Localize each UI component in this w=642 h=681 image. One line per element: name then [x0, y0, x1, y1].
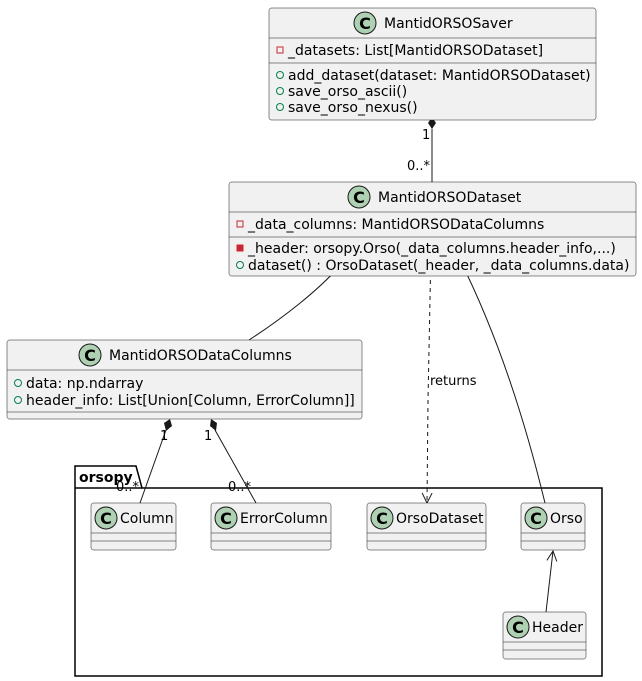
- public-attribute-icon: [14, 379, 22, 387]
- class-badge-icon: [524, 506, 548, 530]
- class-badge-icon: [214, 506, 238, 530]
- svg-text:C: C: [530, 509, 542, 528]
- class-name: MantidORSODataColumns: [109, 348, 292, 364]
- svg-text:C: C: [359, 14, 371, 33]
- svg-text:C: C: [512, 618, 524, 637]
- class-mantidorsodataset[interactable]: C MantidORSODataset _data_columns: Manti…: [228, 181, 637, 277]
- attribute: header_info: List[Union[Column, ErrorCol…: [26, 393, 355, 409]
- svg-text:C: C: [220, 509, 232, 528]
- relation-saver-dataset: 1 0..*: [407, 117, 436, 182]
- svg-text:C: C: [376, 509, 388, 528]
- multiplicity-label: 0..*: [407, 159, 431, 174]
- class-name: ErrorColumn: [240, 511, 328, 527]
- private-attribute-icon: [236, 220, 244, 228]
- class-name: Orso: [550, 511, 583, 527]
- public-method-icon: [276, 87, 284, 95]
- public-attribute-icon: [14, 396, 22, 404]
- class-badge-icon: [506, 615, 530, 639]
- composition-diamond-icon: [210, 419, 217, 431]
- svg-text:C: C: [84, 346, 96, 365]
- class-badge-icon: [347, 185, 371, 209]
- method: save_orso_nexus(): [288, 100, 418, 116]
- multiplicity-label: 0..*: [228, 480, 252, 495]
- class-badge-icon: [370, 506, 394, 530]
- class-name: Column: [120, 511, 174, 527]
- composition-diamond-icon: [164, 419, 172, 431]
- method: dataset() : OrsoDataset(_header, _data_c…: [248, 258, 629, 274]
- attribute: _data_columns: MantidORSODataColumns: [247, 217, 544, 233]
- relation-label: returns: [430, 374, 477, 389]
- relation-datacolumns-column: 1 0..*: [116, 419, 172, 504]
- private-method-icon: [236, 244, 244, 252]
- class-orsodataset[interactable]: C OrsoDataset: [366, 502, 487, 551]
- class-badge-icon: [94, 506, 118, 530]
- class-header[interactable]: C Header: [502, 611, 587, 660]
- class-name: Header: [532, 620, 583, 636]
- public-method-icon: [276, 71, 284, 79]
- public-method-icon: [276, 103, 284, 111]
- class-badge-icon: [353, 11, 377, 35]
- svg-text:C: C: [100, 509, 112, 528]
- class-name: MantidORSOSaver: [384, 16, 513, 32]
- relation-header-orso: [545, 551, 553, 613]
- method: add_dataset(dataset: MantidORSODataset): [288, 68, 591, 84]
- package-title: orsopy: [79, 470, 133, 486]
- relation-datacolumns-errorcolumn: 1 0..*: [204, 419, 257, 504]
- class-name: OrsoDataset: [396, 511, 484, 527]
- multiplicity-label: 0..*: [116, 480, 140, 495]
- class-badge-icon: [78, 343, 102, 367]
- attribute: _datasets: List[MantidORSODataset]: [287, 43, 543, 59]
- class-name: MantidORSODataset: [378, 190, 522, 206]
- orsopy-package: orsopy: [74, 465, 603, 677]
- class-errorcolumn[interactable]: C ErrorColumn: [210, 502, 332, 551]
- public-method-icon: [236, 261, 244, 269]
- class-orso[interactable]: C Orso: [520, 502, 586, 551]
- multiplicity-label: 1: [160, 429, 168, 444]
- relation-dataset-orsodataset: returns: [427, 247, 477, 503]
- class-column[interactable]: C Column: [90, 502, 177, 551]
- attribute: data: np.ndarray: [26, 376, 143, 392]
- class-mantidorsodatacolumns[interactable]: C MantidORSODataColumns data: np.ndarray…: [6, 339, 363, 420]
- private-attribute-icon: [276, 46, 284, 54]
- svg-text:C: C: [353, 188, 365, 207]
- class-mantidorsosaver[interactable]: C MantidORSOSaver _datasets: List[Mantid…: [268, 7, 597, 121]
- multiplicity-label: 1: [422, 128, 430, 143]
- method: _header: orsopy.Orso(_data_columns.heade…: [247, 241, 616, 257]
- method: save_orso_ascii(): [288, 84, 407, 100]
- multiplicity-label: 1: [204, 429, 212, 444]
